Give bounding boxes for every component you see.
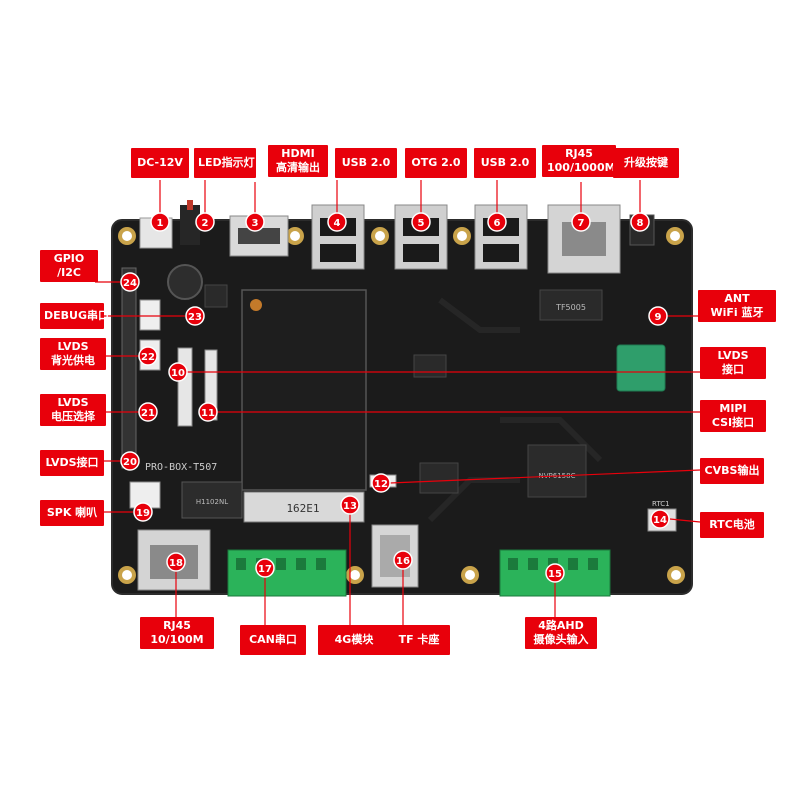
- marker-8: 8: [630, 212, 650, 232]
- ic-small-2: [419, 462, 459, 494]
- label-led: LED指示灯: [194, 148, 256, 178]
- marker-12: 12: [371, 473, 391, 493]
- mini-pcie-label: 162E1: [286, 502, 319, 515]
- marker-14: 14: [650, 509, 670, 529]
- label-4g: 4G模块: [318, 625, 390, 655]
- marker-19: 19: [133, 502, 153, 522]
- svg-text:23: 23: [188, 312, 202, 323]
- svg-text:15: 15: [548, 569, 562, 580]
- magnetics-chip-label: TF5005: [555, 303, 586, 312]
- marker-5: 5: [411, 212, 431, 232]
- svg-text:1: 1: [157, 218, 164, 229]
- marker-16: 16: [393, 550, 413, 570]
- svg-text:9: 9: [655, 312, 662, 323]
- ic-small-1: [413, 354, 447, 378]
- label-lvds-interface-left: LVDS接口: [40, 450, 104, 476]
- marker-11: 11: [198, 402, 218, 422]
- svg-text:4: 4: [334, 218, 341, 229]
- marker-7: 7: [571, 212, 591, 232]
- lvds-fpc: [177, 347, 193, 427]
- wifi-module: [616, 344, 666, 392]
- label-can: CAN串口: [240, 625, 306, 655]
- marker-20: 20: [120, 451, 140, 471]
- svg-text:13: 13: [343, 501, 357, 512]
- label-upgrade: 升级按键: [613, 148, 679, 178]
- svg-text:10: 10: [171, 368, 185, 379]
- marker-1: 1: [150, 212, 170, 232]
- svg-text:14: 14: [653, 515, 667, 526]
- svg-text:17: 17: [258, 564, 272, 575]
- svg-text:12: 12: [374, 479, 388, 490]
- can-terminal: [227, 549, 347, 597]
- label-debug: DEBUG串口: [40, 303, 109, 329]
- svg-text:3: 3: [252, 218, 259, 229]
- label-tf: TF 卡座: [388, 625, 450, 655]
- label-cvbs: CVBS输出: [700, 458, 764, 484]
- marker-9: 9: [648, 306, 668, 326]
- marker-13: 13: [340, 495, 360, 515]
- label-gpio-i2c: GPIO/I2C: [40, 250, 98, 282]
- label-rtc: RTC电池: [700, 512, 764, 538]
- debug-header: [139, 299, 161, 331]
- rj45-100m: [137, 529, 211, 591]
- label-otg: OTG 2.0: [405, 148, 467, 178]
- svg-text:22: 22: [141, 352, 155, 363]
- svg-text:21: 21: [141, 408, 155, 419]
- marker-15: 15: [545, 563, 565, 583]
- svg-text:2: 2: [202, 218, 209, 229]
- marker-3: 3: [245, 212, 265, 232]
- svg-text:18: 18: [169, 558, 183, 569]
- magnetics-chip: [539, 289, 603, 321]
- mounting-holes: [118, 227, 685, 584]
- svg-text:16: 16: [396, 556, 410, 567]
- label-spk: SPK 喇叭: [40, 500, 104, 526]
- svg-text:7: 7: [578, 218, 585, 229]
- gpio-header: [121, 267, 137, 469]
- marker-10: 10: [168, 362, 188, 382]
- capacitor: [167, 264, 203, 300]
- svg-text:11: 11: [201, 408, 215, 419]
- label-usb2: USB 2.0: [474, 148, 536, 178]
- label-dc-12v: DC-12V: [131, 148, 189, 178]
- ic-small-3: [204, 284, 228, 308]
- marker-2: 2: [195, 212, 215, 232]
- marker-23: 23: [185, 306, 205, 326]
- mag-transformer-label: H1102NL: [196, 498, 228, 506]
- mini-pcie-slot: 162E1: [241, 289, 367, 523]
- marker-17: 17: [255, 558, 275, 578]
- mag-transformer: [181, 481, 243, 519]
- svg-text:24: 24: [123, 278, 137, 289]
- marker-24: 24: [120, 272, 140, 292]
- svg-text:8: 8: [637, 218, 644, 229]
- svg-text:6: 6: [494, 218, 501, 229]
- marker-22: 22: [138, 346, 158, 366]
- marker-4: 4: [327, 212, 347, 232]
- led-indicator: [180, 200, 200, 245]
- soc-chip: [527, 444, 587, 498]
- rtc-silkscreen: RTC1: [652, 500, 670, 508]
- svg-text:19: 19: [136, 508, 150, 519]
- svg-text:20: 20: [123, 457, 137, 468]
- marker-21: 21: [138, 402, 158, 422]
- marker-18: 18: [166, 552, 186, 572]
- label-usb1: USB 2.0: [335, 148, 397, 178]
- model-silkscreen: PRO-BOX-T507: [145, 462, 217, 473]
- svg-text:5: 5: [418, 218, 425, 229]
- number-markers: 1 2 3 4 5 6 7 8 9 10 11 12 13 14 15 16 1…: [120, 212, 670, 583]
- marker-6: 6: [487, 212, 507, 232]
